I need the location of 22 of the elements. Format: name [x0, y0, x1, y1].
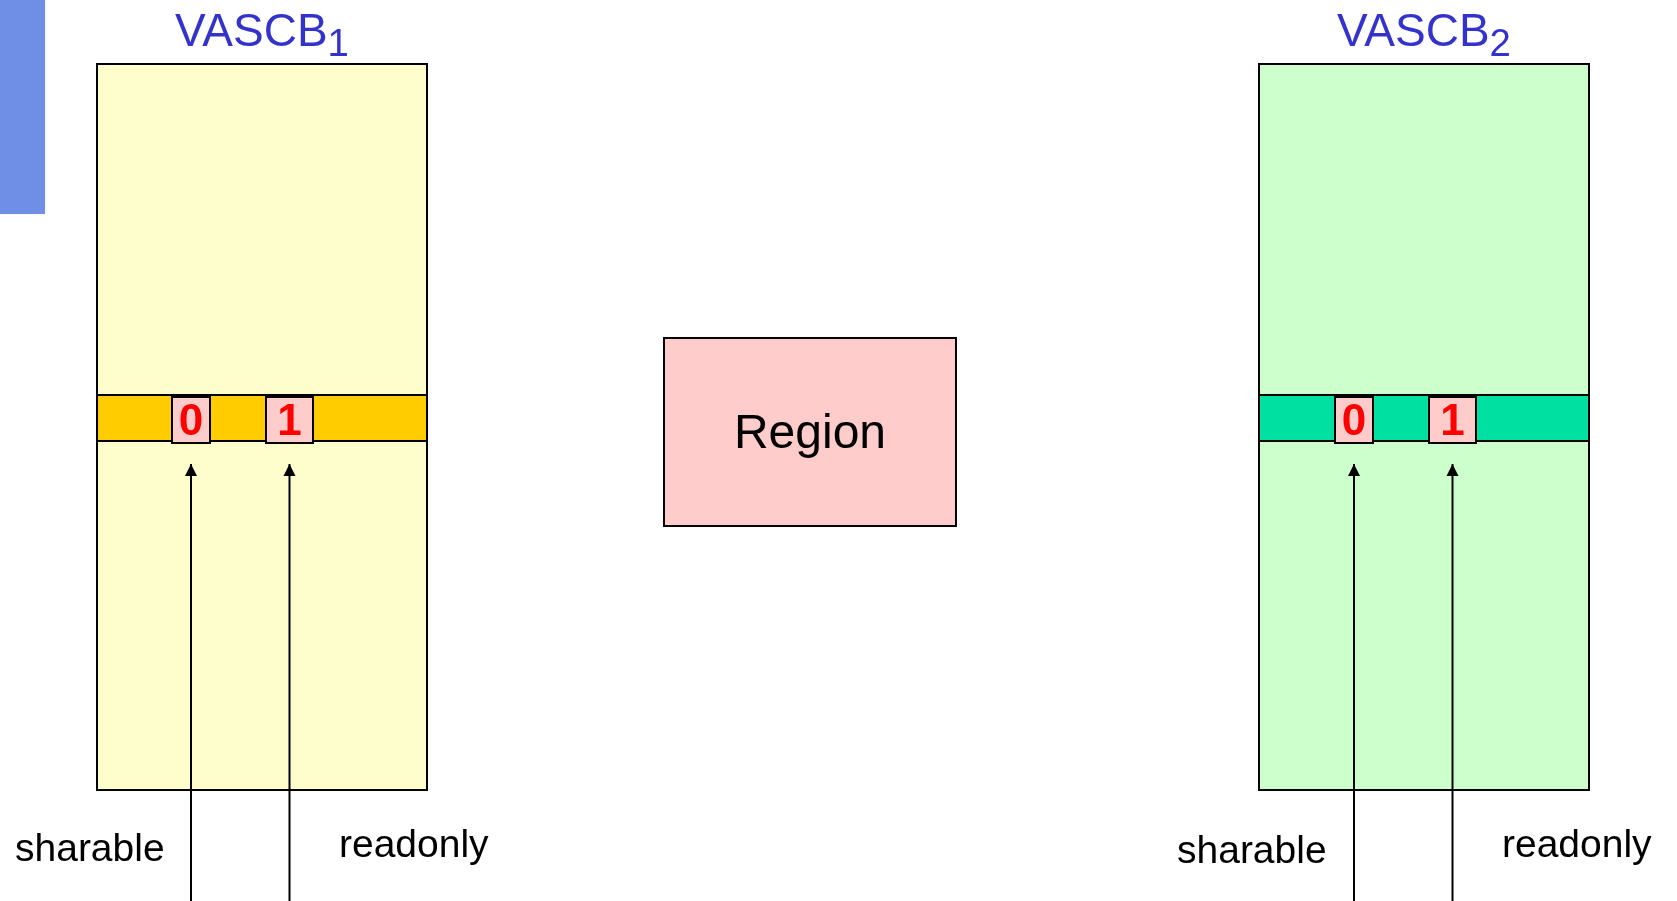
box-label: Region — [733, 408, 887, 456]
flag-bar — [96, 394, 428, 442]
field-label: readonly — [339, 824, 489, 863]
bit-value: 1 — [1440, 398, 1465, 442]
bit-value: 0 — [1341, 398, 1367, 442]
arrow — [185, 463, 197, 901]
field-label: sharable — [15, 828, 165, 867]
field-label: readonly — [1502, 824, 1652, 863]
arrow — [283, 463, 296, 901]
flag-cell — [1428, 396, 1477, 444]
flag-cell — [1334, 396, 1374, 444]
block-title: VASCB$_{2}$ — [1337, 7, 1511, 63]
field-label: sharable — [1177, 830, 1327, 869]
flag-bar — [1258, 394, 1590, 442]
flag-cell — [265, 396, 314, 444]
arrow — [1348, 463, 1360, 901]
bit-value: 0 — [178, 398, 204, 442]
bit-value: 1 — [277, 398, 302, 442]
arrow — [1446, 463, 1459, 901]
flag-cell — [171, 396, 211, 444]
region-box — [663, 337, 957, 527]
block-title: VASCB$_{1}$ — [175, 7, 349, 63]
